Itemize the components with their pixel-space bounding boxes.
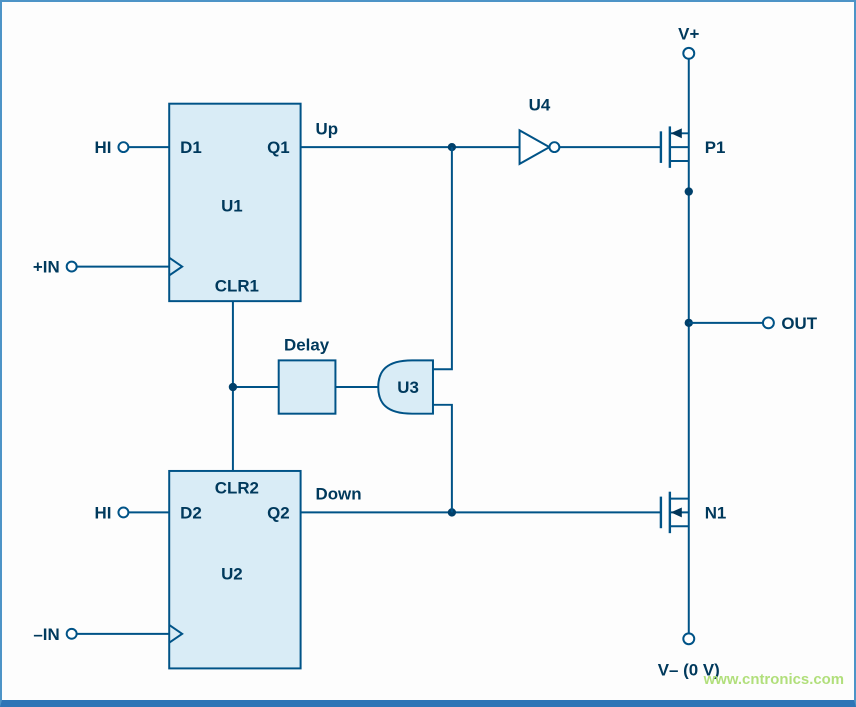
clr1-label: CLR1 <box>215 276 259 295</box>
n1-mosfet <box>659 491 689 534</box>
clr-junction-dot <box>228 382 238 392</box>
delay-label: Delay <box>284 336 330 355</box>
n1-label: N1 <box>705 503 727 522</box>
clr2-label: CLR2 <box>215 479 259 498</box>
p1-label: P1 <box>705 138 726 157</box>
up-to-u3-wire <box>432 147 453 371</box>
u4-inverter-bubble <box>548 141 561 154</box>
down-to-u3-wire <box>432 403 453 513</box>
u1-label: U1 <box>221 196 243 215</box>
v-plus-label: V+ <box>678 25 699 44</box>
u1-clock-symbol <box>168 256 184 277</box>
hi-top-label: HI <box>95 138 112 157</box>
n1-arrow <box>670 507 682 518</box>
hi-bottom-label: HI <box>95 503 112 522</box>
hi-bottom-terminal <box>117 506 130 519</box>
delay-box <box>277 359 337 415</box>
hi-top-terminal <box>117 141 130 154</box>
out-label: OUT <box>781 314 817 333</box>
out-terminal <box>761 316 775 330</box>
u4-inverter-triangle <box>518 128 552 166</box>
up-label: Up <box>316 119 339 138</box>
p1-arrow <box>670 128 682 139</box>
minus-in-label: –IN <box>33 625 59 644</box>
minus-in-terminal <box>65 627 78 640</box>
v-plus-terminal <box>682 46 696 60</box>
u1-flipflop-box <box>168 102 302 303</box>
v-minus-label: V– (0 V) <box>658 660 720 679</box>
d2-label: D2 <box>180 503 202 522</box>
u2-label: U2 <box>221 565 243 584</box>
watermark: www.cntronics.com <box>703 672 844 688</box>
p1-mosfet <box>659 126 689 168</box>
q2-label: Q2 <box>267 503 290 522</box>
down-label: Down <box>316 485 362 504</box>
q1-label: Q1 <box>267 138 290 157</box>
v-minus-terminal <box>682 632 696 646</box>
plus-in-label: +IN <box>33 258 60 277</box>
down-junction-dot <box>447 508 457 517</box>
u2-flipflop-box <box>168 469 302 670</box>
plus-in-terminal <box>65 260 78 273</box>
u4-label: U4 <box>529 96 551 115</box>
d1-label: D1 <box>180 138 202 157</box>
p1-junction-dot <box>684 187 693 196</box>
u2-clock-symbol <box>168 624 184 644</box>
u3-label: U3 <box>397 378 419 397</box>
